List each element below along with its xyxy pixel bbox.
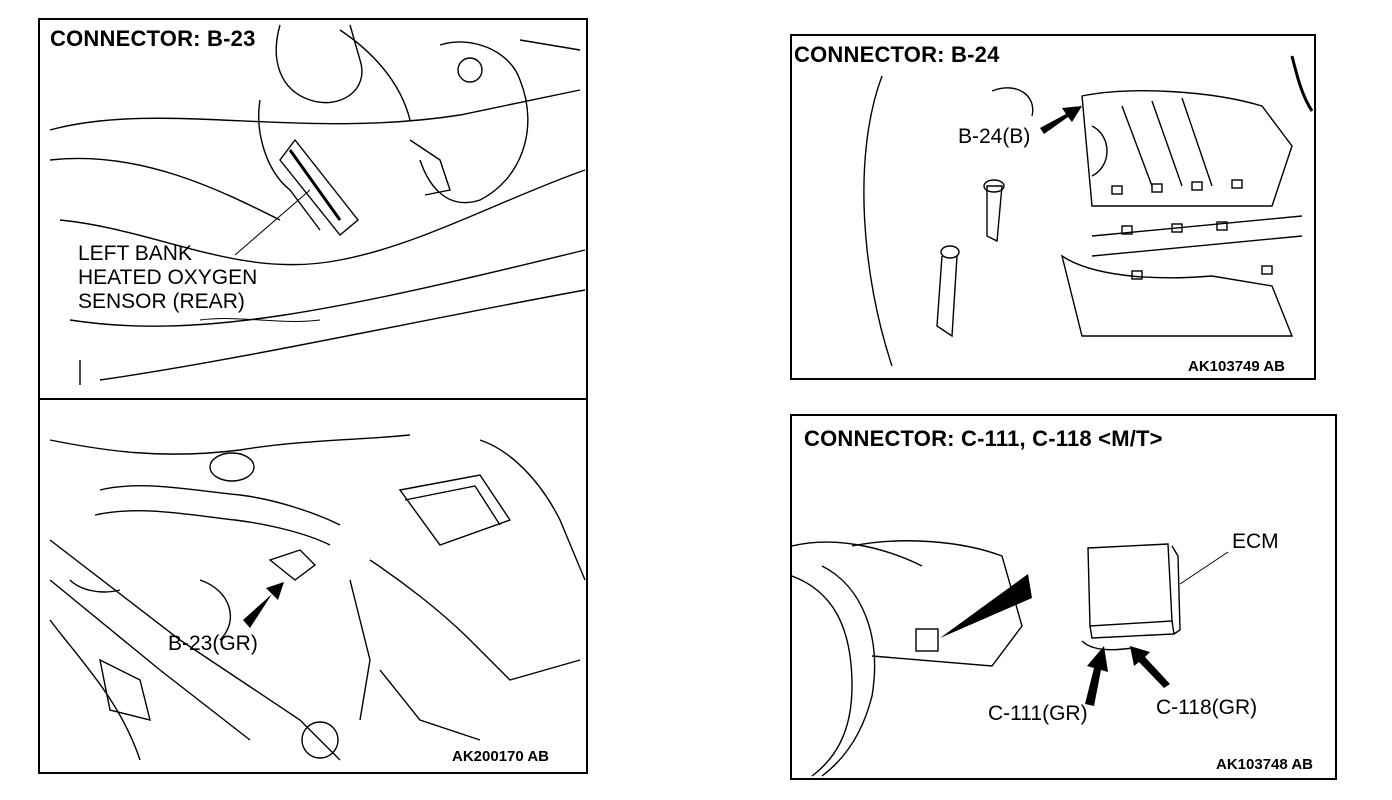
b23-connector-label: B-23(GR)	[168, 632, 258, 655]
b23-engine-illustration	[49, 24, 586, 761]
sensor-label-line-1: LEFT BANK	[78, 242, 192, 265]
left-panel-divider	[38, 398, 588, 400]
b23-figure-code: AK200170 AB	[452, 748, 549, 765]
sensor-label-line-3: SENSOR (REAR)	[78, 290, 245, 313]
c118-connector-label: C-118(GR)	[1156, 696, 1258, 719]
b24-figure-code: AK103749 AB	[1188, 358, 1285, 375]
ecm-label: ECM	[1232, 530, 1279, 553]
b24-connector-label: B-24(B)	[958, 125, 1031, 148]
c111-c118-connector-panel: CONNECTOR: C-111, C-118 <M/T> ECM C-111(…	[790, 414, 1337, 780]
sensor-label: LEFT BANK HEATED OXYGEN SENSOR (REAR)	[78, 242, 257, 314]
c111-c118-figure-code: AK103748 AB	[1216, 756, 1313, 773]
left-connector-panel: CONNECTOR: B-23 LEFT BANK HEATED OXYGEN …	[38, 18, 588, 774]
b24-engine-illustration	[863, 55, 1314, 367]
sensor-label-line-2: HEATED OXYGEN	[78, 266, 258, 289]
c111-c118-title: CONNECTOR: C-111, C-118 <M/T>	[804, 426, 1163, 451]
b23-title: CONNECTOR: B-23	[50, 26, 256, 51]
b24-connector-panel: CONNECTOR: B-24 B-24(B) AK103749 AB	[790, 34, 1316, 380]
b24-title: CONNECTOR: B-24	[794, 42, 1000, 67]
ecm-illustration	[792, 540, 1229, 777]
c111-connector-label: C-111(GR)	[988, 702, 1088, 725]
